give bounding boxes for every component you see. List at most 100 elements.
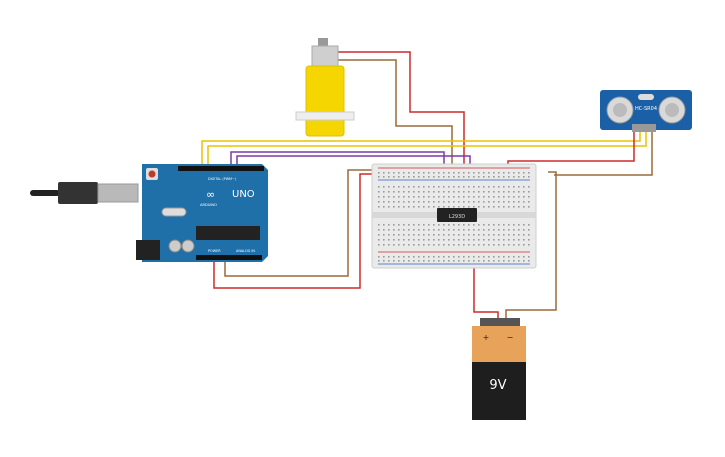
breadboard-hole bbox=[408, 196, 410, 198]
breadboard-hole bbox=[468, 256, 470, 258]
ultrasonic-sensor[interactable]: HC-SR04 bbox=[600, 90, 692, 132]
battery-9v[interactable]: + − 9V bbox=[472, 318, 526, 420]
breadboard-hole bbox=[508, 256, 510, 258]
breadboard-hole bbox=[408, 234, 410, 236]
breadboard-hole bbox=[448, 239, 450, 241]
motor-red-wire[interactable] bbox=[338, 51, 465, 178]
dc-motor[interactable] bbox=[295, 38, 355, 137]
capacitor-1 bbox=[168, 239, 182, 253]
breadboard-hole bbox=[523, 196, 525, 198]
breadboard-hole bbox=[408, 186, 410, 188]
yellow-wire-2[interactable] bbox=[207, 132, 647, 168]
arduino-brown-gnd-wire[interactable] bbox=[224, 169, 378, 277]
breadboard-hole bbox=[443, 191, 445, 193]
breadboard-hole bbox=[413, 201, 415, 203]
breadboard-hole bbox=[513, 260, 515, 262]
breadboard-hole bbox=[448, 176, 450, 178]
breadboard-hole bbox=[393, 176, 395, 178]
breadboard-hole bbox=[488, 260, 490, 262]
breadboard-hole bbox=[478, 224, 480, 226]
breadboard-hole bbox=[483, 234, 485, 236]
breadboard-hole bbox=[528, 172, 530, 174]
breadboard-hole bbox=[513, 201, 515, 203]
sensor-pins bbox=[632, 124, 656, 132]
breadboard-hole bbox=[423, 196, 425, 198]
breadboard-hole bbox=[468, 186, 470, 188]
breadboard-hole bbox=[463, 256, 465, 258]
battery-red-wire[interactable] bbox=[473, 238, 499, 318]
breadboard-hole bbox=[458, 239, 460, 241]
breadboard-hole bbox=[433, 191, 435, 193]
breadboard-hole bbox=[443, 176, 445, 178]
breadboard-hole bbox=[493, 244, 495, 246]
breadboard-hole bbox=[428, 196, 430, 198]
breadboard-hole bbox=[438, 256, 440, 258]
breadboard-hole bbox=[518, 196, 520, 198]
breadboard-hole bbox=[473, 201, 475, 203]
breadboard-hole bbox=[498, 224, 500, 226]
breadboard-hole bbox=[488, 191, 490, 193]
battery-brown-wire[interactable] bbox=[505, 171, 557, 318]
breadboard-hole bbox=[518, 229, 520, 231]
breadboard-hole bbox=[523, 234, 525, 236]
breadboard-hole bbox=[448, 229, 450, 231]
breadboard-hole bbox=[473, 234, 475, 236]
breadboard-hole bbox=[393, 196, 395, 198]
battery-snap bbox=[480, 318, 520, 328]
motor-brown-wire[interactable] bbox=[338, 59, 453, 178]
breadboard-hole bbox=[403, 234, 405, 236]
breadboard-hole bbox=[518, 176, 520, 178]
breadboard-hole bbox=[383, 191, 385, 193]
breadboard-hole bbox=[383, 224, 385, 226]
breadboard-hole bbox=[493, 206, 495, 208]
breadboard-hole bbox=[403, 229, 405, 231]
capacitor-2 bbox=[181, 239, 195, 253]
breadboard-hole bbox=[498, 206, 500, 208]
breadboard-hole bbox=[428, 224, 430, 226]
breadboard-hole bbox=[378, 224, 380, 226]
breadboard-hole bbox=[523, 260, 525, 262]
breadboard-hole bbox=[383, 186, 385, 188]
breadboard-hole bbox=[418, 201, 420, 203]
breadboard-hole bbox=[383, 256, 385, 258]
driver-chip[interactable] bbox=[437, 208, 477, 222]
motor-gearbox bbox=[305, 65, 345, 137]
breadboard-hole bbox=[483, 224, 485, 226]
breadboard-hole bbox=[413, 229, 415, 231]
breadboard-hole bbox=[423, 191, 425, 193]
arduino-red-power-wire[interactable] bbox=[213, 173, 378, 289]
breadboard-hole bbox=[418, 206, 420, 208]
breadboard-hole bbox=[428, 186, 430, 188]
breadboard-hole bbox=[393, 244, 395, 246]
breadboard-hole bbox=[433, 201, 435, 203]
breadboard-hole bbox=[408, 224, 410, 226]
breadboard-hole bbox=[418, 260, 420, 262]
breadboard-hole bbox=[508, 234, 510, 236]
breadboard-hole bbox=[483, 229, 485, 231]
breadboard-hole bbox=[503, 229, 505, 231]
breadboard-hole bbox=[388, 191, 390, 193]
breadboard-hole bbox=[398, 229, 400, 231]
breadboard-hole bbox=[498, 234, 500, 236]
breadboard-hole bbox=[468, 172, 470, 174]
breadboard-hole bbox=[488, 172, 490, 174]
breadboard-hole bbox=[408, 206, 410, 208]
breadboard-hole bbox=[513, 176, 515, 178]
breadboard-hole bbox=[488, 239, 490, 241]
sensor-brown-wire[interactable] bbox=[554, 132, 653, 176]
breadboard-hole bbox=[378, 201, 380, 203]
breadboard-hole bbox=[488, 229, 490, 231]
breadboard-hole bbox=[488, 206, 490, 208]
reset-button-cap[interactable] bbox=[148, 170, 156, 178]
breadboard-hole bbox=[448, 191, 450, 193]
breadboard-hole bbox=[508, 224, 510, 226]
breadboard-hole bbox=[443, 229, 445, 231]
breadboard-hole bbox=[468, 191, 470, 193]
yellow-wire-1[interactable] bbox=[201, 132, 641, 168]
arduino-uno[interactable]: UNO ARDUINO DIGITAL (PWM~) POWER ANALOG … bbox=[30, 164, 268, 262]
breadboard-hole bbox=[408, 260, 410, 262]
breadboard-hole bbox=[443, 201, 445, 203]
breadboard-hole bbox=[428, 260, 430, 262]
breadboard-hole bbox=[518, 260, 520, 262]
breadboard-hole bbox=[513, 191, 515, 193]
